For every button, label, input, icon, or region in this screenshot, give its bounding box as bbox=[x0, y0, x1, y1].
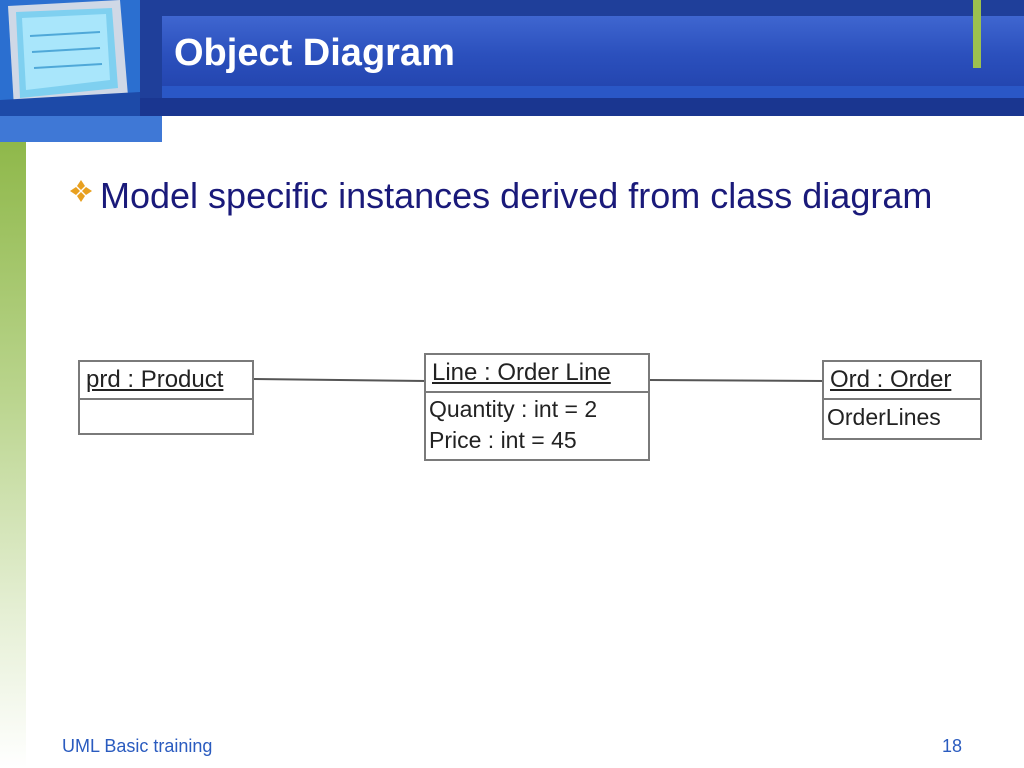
orderline-separator bbox=[426, 391, 648, 393]
association-product-line bbox=[253, 378, 427, 382]
order-object-box: Ord : Order OrderLines bbox=[822, 360, 982, 440]
green-accent-bar bbox=[973, 0, 981, 68]
order-separator bbox=[824, 398, 980, 400]
orderline-object-title: Line : Order Line bbox=[432, 359, 611, 386]
title-band bbox=[162, 16, 1024, 86]
diamond-bullet-icon bbox=[70, 180, 92, 202]
association-line-order bbox=[647, 379, 825, 382]
footer-course-name: UML Basic training bbox=[62, 736, 213, 756]
product-object-title: prd : Product bbox=[86, 366, 224, 393]
header-stripe bbox=[162, 86, 1024, 98]
slide-page-number: 18 bbox=[942, 736, 963, 756]
order-object-title: Ord : Order bbox=[830, 366, 952, 393]
slide-title: Object Diagram bbox=[174, 32, 455, 74]
orderline-price-attr: Price : int = 45 bbox=[429, 427, 577, 453]
bullet-point-text: Model specific instances derived from cl… bbox=[100, 175, 933, 216]
left-gradient-gutter bbox=[0, 142, 26, 768]
header-bottom-band bbox=[140, 98, 1024, 116]
monitor-image bbox=[0, 0, 140, 116]
association-lines bbox=[253, 378, 825, 382]
orderline-quantity-attr: Quantity : int = 2 bbox=[429, 396, 598, 422]
header-corner-strip bbox=[0, 116, 162, 142]
object-diagram: prd : Product Line : Order Line Quantity… bbox=[74, 350, 986, 465]
slide-header: Object Diagram bbox=[0, 0, 1024, 142]
orderline-object-box: Line : Order Line Quantity : int = 2 Pri… bbox=[424, 353, 650, 461]
product-object-box: prd : Product bbox=[78, 360, 254, 435]
product-separator bbox=[80, 398, 252, 400]
order-orderlines-attr: OrderLines bbox=[827, 404, 941, 430]
